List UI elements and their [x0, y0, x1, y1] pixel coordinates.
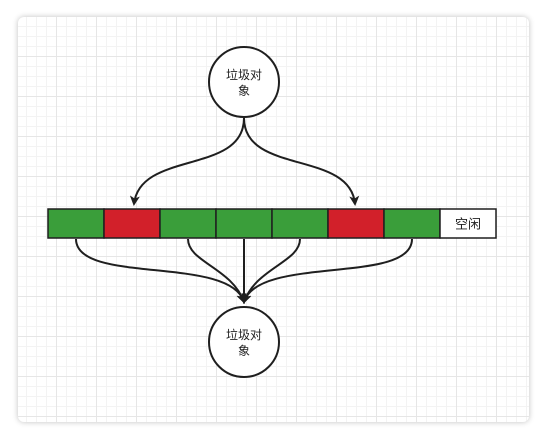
bottom-node-label-line2: 象: [238, 344, 250, 358]
edge-cell-7-to-bottom: [241, 238, 413, 304]
memory-block-row: 空闲: [47, 208, 497, 239]
memory-cell-7-used: [383, 208, 441, 239]
edge-cell-5-to-bottom: [241, 238, 301, 304]
bottom-node-circle: [208, 306, 280, 378]
edge-top-to-cell-6: [243, 117, 360, 206]
memory-cell-4-used: [215, 208, 273, 239]
top-garbage-object-node: 垃圾对 象: [208, 46, 280, 118]
top-node-circle: [208, 46, 280, 118]
edge-cell-3-to-bottom: [187, 238, 247, 304]
memory-cell-3-used: [159, 208, 217, 239]
edge-top-to-cell-2: [129, 117, 245, 206]
memory-cell-8-label: 空闲: [455, 218, 481, 233]
memory-cell-5-used: [271, 208, 329, 239]
edge-cell-1-to-bottom: [75, 238, 247, 304]
memory-cell-6-garbage: [327, 208, 385, 239]
top-node-label-line1: 垃圾对: [226, 67, 262, 82]
top-node-label-line2: 象: [238, 84, 250, 98]
memory-cell-2-garbage: [103, 208, 161, 239]
bottom-node-label-line1: 垃圾对: [226, 327, 262, 342]
memory-cell-8-free: [439, 208, 497, 239]
memory-cell-1-used: [47, 208, 105, 239]
bottom-garbage-object-node: 垃圾对 象: [208, 306, 280, 378]
